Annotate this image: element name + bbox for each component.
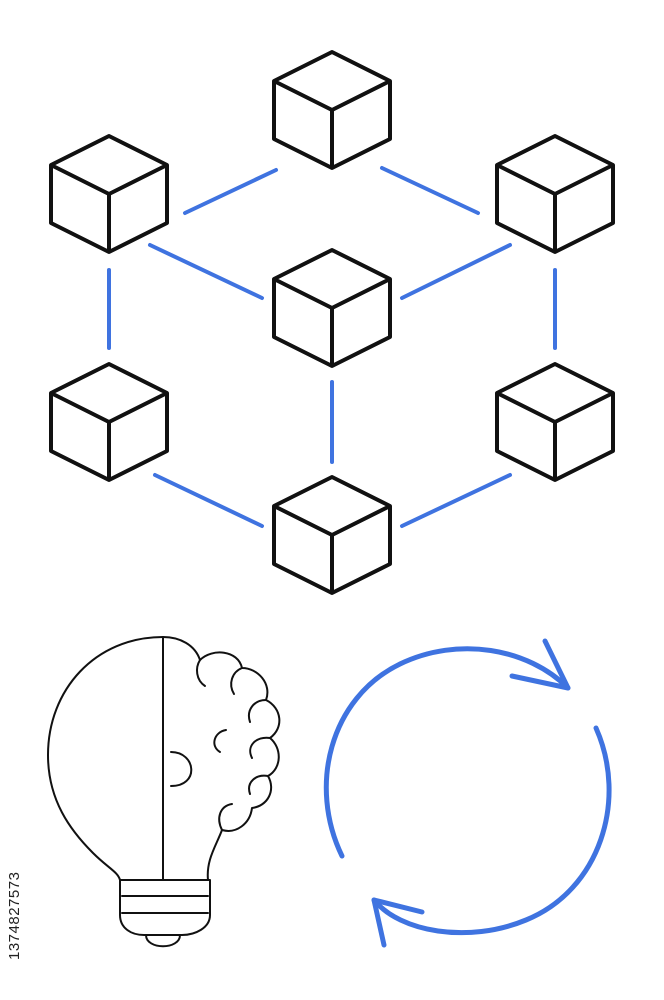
cube-icon: [49, 362, 169, 482]
stock-id-label: 1374827573: [6, 871, 23, 960]
connector-right-center: [400, 243, 512, 300]
connector-top-right: [380, 166, 480, 215]
network-connectors: [107, 166, 557, 528]
cycle-arrowhead-bottom: [371, 897, 425, 948]
cycle-arrowhead-top: [509, 638, 571, 691]
cycle-arc-top: [323, 646, 571, 859]
network-blocks: [49, 50, 615, 595]
lightbulb-brain-icon: [47, 636, 281, 948]
cube-icon: [272, 50, 392, 170]
cube-icon: [272, 475, 392, 595]
cube-icon: [272, 248, 392, 368]
cycle-arc-bottom: [371, 725, 612, 936]
refresh-cycle-icon: [323, 638, 612, 948]
cube-icon: [495, 134, 615, 254]
connector-top-left: [183, 168, 278, 215]
cube-icon: [495, 362, 615, 482]
connector-left-center: [148, 243, 264, 300]
cube-icon: [49, 134, 169, 254]
connector-bottom-left: [153, 473, 264, 528]
connector-bottom-right: [400, 473, 512, 528]
